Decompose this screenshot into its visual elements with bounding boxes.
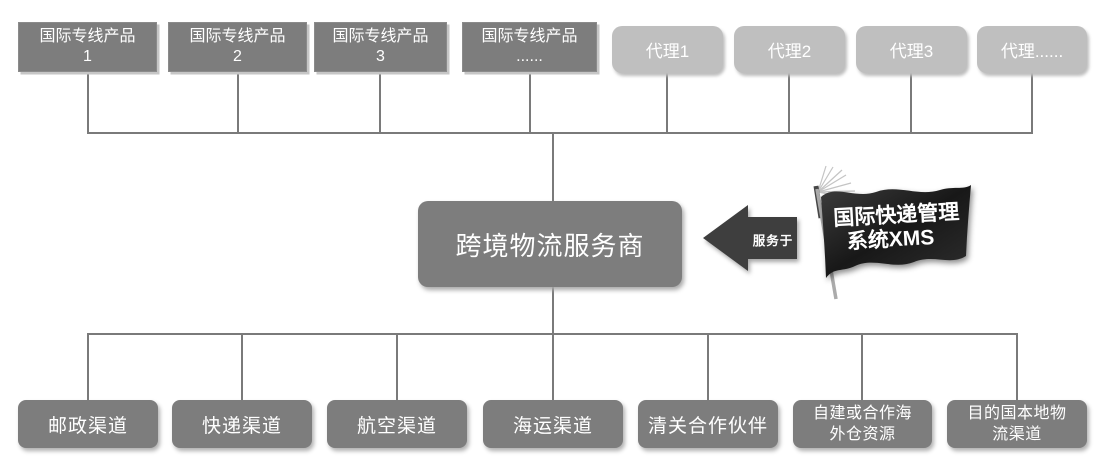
node-sub-label: 2 — [233, 48, 242, 65]
node-agent-4: 代理...... — [977, 26, 1087, 73]
node-channel-express: 快递渠道 — [172, 400, 312, 448]
node-label: 代理2 — [767, 42, 812, 61]
node-channel-sea: 海运渠道 — [483, 400, 623, 448]
node-channel-destination-local: 目的国本地物 流渠道 — [947, 400, 1087, 448]
node-channel-overseas-warehouse: 自建或合作海 外仓资源 — [793, 400, 932, 448]
node-label: 国际专线产品 — [481, 28, 578, 45]
node-channel-customs: 清关合作伙伴 — [638, 400, 778, 448]
node-center-logistics-provider: 跨境物流服务商 — [418, 201, 682, 287]
node-product-4: 国际专线产品 ...... — [462, 22, 597, 72]
node-label: 海运渠道 — [512, 415, 593, 437]
node-label: 国际专线产品 — [189, 28, 286, 45]
arrow-label: 服务于 — [752, 234, 794, 248]
node-agent-2: 代理2 — [734, 26, 845, 73]
node-label: 代理1 — [645, 42, 690, 61]
node-sub-label: ...... — [516, 48, 543, 65]
node-agent-3: 代理3 — [856, 26, 967, 73]
flag-title-line2: 系统XMS — [846, 225, 935, 254]
node-label: 快递渠道 — [201, 415, 282, 437]
node-product-3: 国际专线产品 3 — [314, 22, 447, 72]
flag-banner-icon — [821, 185, 971, 278]
node-product-2: 国际专线产品 2 — [168, 22, 307, 72]
node-product-1: 国际专线产品 1 — [18, 22, 157, 72]
node-sub-label: 1 — [83, 48, 92, 65]
node-label: 国际专线产品 — [39, 28, 136, 45]
node-label: 国际专线产品 — [332, 28, 429, 45]
node-label: 邮政渠道 — [47, 415, 128, 437]
node-label: 自建或合作海 — [812, 405, 912, 422]
node-label-line2: 流渠道 — [992, 426, 1042, 443]
node-label: 代理3 — [889, 42, 934, 61]
node-label: 清关合作伙伴 — [647, 415, 768, 437]
node-label: 代理...... — [1000, 42, 1064, 61]
node-agent-1: 代理1 — [612, 26, 723, 73]
node-label: 航空渠道 — [356, 415, 437, 437]
left-arrow-icon — [703, 205, 797, 271]
node-channel-air: 航空渠道 — [327, 400, 467, 448]
node-label-line2: 外仓资源 — [829, 426, 896, 443]
node-label: 目的国本地物 — [967, 405, 1067, 422]
node-channel-postal: 邮政渠道 — [18, 400, 158, 448]
node-label: 跨境物流服务商 — [455, 230, 645, 261]
node-sub-label: 3 — [376, 48, 385, 65]
